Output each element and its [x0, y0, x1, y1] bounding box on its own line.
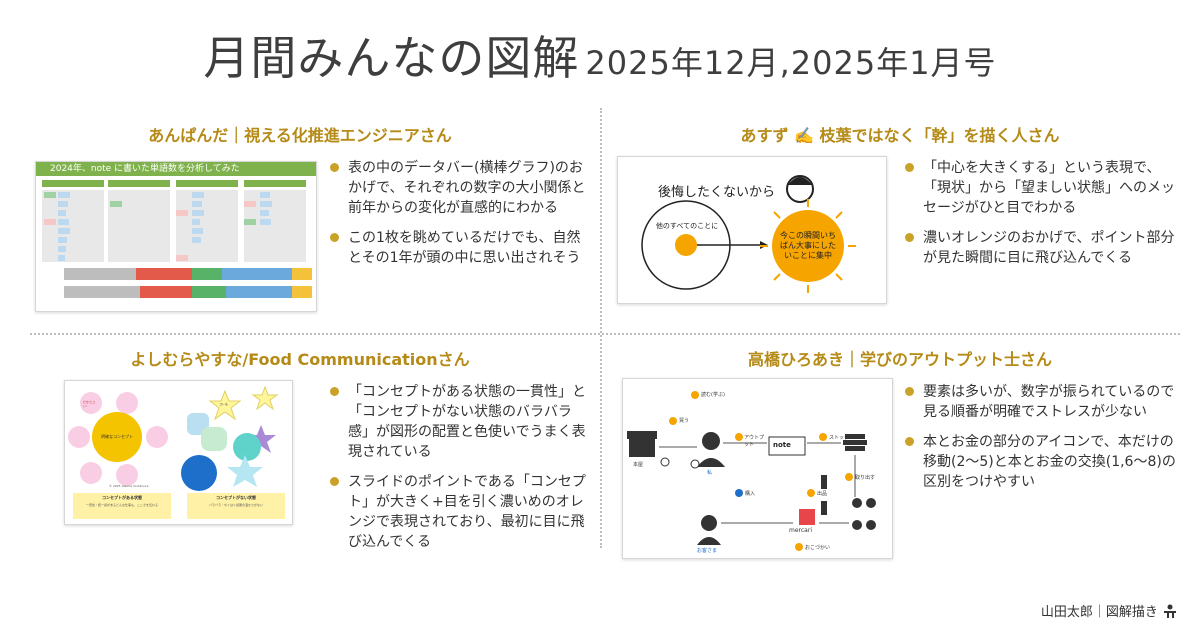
thumb3-right-box-title: コンセプトがない状態	[216, 495, 256, 500]
desk-person-icon	[1162, 604, 1178, 622]
section3-thumbnail: 明確なコンセプト だからコレ! コレも © 2025 Yasuna Yoshim…	[64, 380, 293, 525]
thumb4-customer-label: お客さま	[697, 548, 718, 554]
section2-title: あすず ✍️ 枝葉ではなく「幹」を描く人さん	[740, 126, 1060, 145]
bullet-icon	[905, 387, 914, 396]
section3-title: よしむらやすな/Food Communicationさん	[130, 350, 470, 369]
list-item: 「中心を大きくする」という表現で、「現状」から「望ましい状態」へのメッセージがひ…	[905, 158, 1180, 218]
title-issue: 2025年12月,2025年1月号	[585, 44, 997, 82]
section1-thumbnail: 2024年、note に書いた単語数を分析してみた	[35, 161, 317, 312]
thumb3-diagram	[68, 385, 285, 519]
thumb2-circle-left-label: 他のすべてのことに	[655, 222, 719, 230]
section2-bullets: 「中心を大きくする」という表現で、「現状」から「望ましい状態」へのメッセージがひ…	[905, 158, 1180, 278]
section1-bullets: 表の中のデータバー(横棒グラフ)のおかげで、それぞれの数字の大小関係と前年からの…	[330, 158, 592, 278]
thumb4-step5: 取り出す	[855, 475, 876, 481]
title-main: 月間みんなの図解	[203, 31, 580, 85]
bullet-icon	[330, 163, 339, 172]
bullet-icon	[905, 163, 914, 172]
thumb3-petal-label: だからコレ!	[83, 400, 96, 408]
bullet-icon	[330, 233, 339, 242]
divider-horizontal	[30, 333, 1180, 335]
section2-thumbnail: 後悔したくないから 他のすべてのことに 今この瞬間いちばん大事にしたいことに集中	[617, 156, 887, 304]
bullet-icon	[905, 233, 914, 242]
thumb2-circle-right-label: 今この瞬間いちばん大事にしたいことに集中	[780, 231, 836, 260]
thumb3-copyright: © 2025 Yasuna Yoshimura	[109, 484, 149, 488]
section4-thumbnail: 買う 読む(学ぶ) アウトプット note ストック 取り出す 出品 購入 おこ…	[622, 378, 893, 559]
section4-title: 高橋ひろあき｜学びのアウトプット士さん	[747, 350, 1052, 369]
thumb4-store-label: 本屋	[633, 462, 644, 468]
footer-author: 山田太郎｜図解描き	[1041, 601, 1178, 622]
section4-bullets: 要素は多いが、数字が振られているので見る順番が明確でストレスが少ない 本とお金の…	[905, 382, 1180, 502]
section1-title: あんぱんだ｜視える化推進エンジニアさん	[148, 126, 452, 145]
thumb4-step6: 出品	[817, 491, 828, 497]
thumb3-left-box-title: コンセプトがある状態	[102, 495, 142, 500]
list-item: 本とお金の部分のアイコンで、本だけの移動(2〜5)と本とお金の交換(1,6〜8)…	[905, 432, 1180, 492]
thumb3-right-box-text: バラバラ・ちぐはぐ感響の温かさがない	[209, 503, 263, 507]
thumb1-heading: 2024年、note に書いた単語数を分析してみた	[36, 162, 316, 176]
thumb1-table-graphic	[42, 180, 312, 298]
thumb4-me-label: 私	[707, 470, 713, 476]
thumb3-left-box-text: 一貫性・統一感があるどんな仕事も、ここぞを伝わる	[86, 503, 158, 507]
footer-author-text: 山田太郎｜図解描き	[1040, 605, 1158, 620]
thumb4-step4: ストック	[829, 435, 850, 441]
thumb4-step2: 読む(学ぶ)	[701, 392, 725, 398]
list-item: 「コンセプトがある状態の一貫性」と「コンセプトがない状態のバラバラ感」が図形の配…	[330, 382, 592, 462]
thumb3-star-label: コレも	[219, 402, 229, 406]
thumb2-handwritten-heading: 後悔したくないから	[658, 185, 776, 200]
bullet-icon	[330, 477, 339, 486]
list-item: スライドのポイントである「コンセプト」が大きく+目を引く濃いめのオレンジで表現さ…	[330, 472, 592, 552]
thumb2-diagram	[641, 175, 856, 293]
list-item: 濃いオレンジのおかげで、ポイント部分が見た瞬間に目に飛び込んでくる	[905, 228, 1180, 268]
thumb4-step8: おこづかい	[805, 545, 831, 551]
section3-bullets: 「コンセプトがある状態の一貫性」と「コンセプトがない状態のバラバラ感」が図形の配…	[330, 382, 592, 562]
list-item: 表の中のデータバー(横棒グラフ)のおかげで、それぞれの数字の大小関係と前年からの…	[330, 158, 592, 218]
divider-vertical	[600, 108, 602, 548]
thumb4-step3: アウトプット	[744, 435, 765, 448]
thumb3-center-label: 明確なコンセプト	[101, 434, 133, 439]
thumb4-mercari-label: mercari	[789, 527, 812, 534]
bullet-icon	[330, 387, 339, 396]
thumb4-step7: 購入	[745, 491, 756, 497]
list-item: この1枚を眺めているだけでも、自然とその1年が頭の中に思い出されそう	[330, 228, 592, 268]
thumb4-diagram	[627, 391, 876, 551]
bullet-icon	[905, 437, 914, 446]
thumb4-step1: 買う	[679, 418, 690, 424]
list-item: 要素は多いが、数字が振られているので見る順番が明確でストレスが少ない	[905, 382, 1180, 422]
thumb4-note-label: note	[773, 441, 791, 449]
